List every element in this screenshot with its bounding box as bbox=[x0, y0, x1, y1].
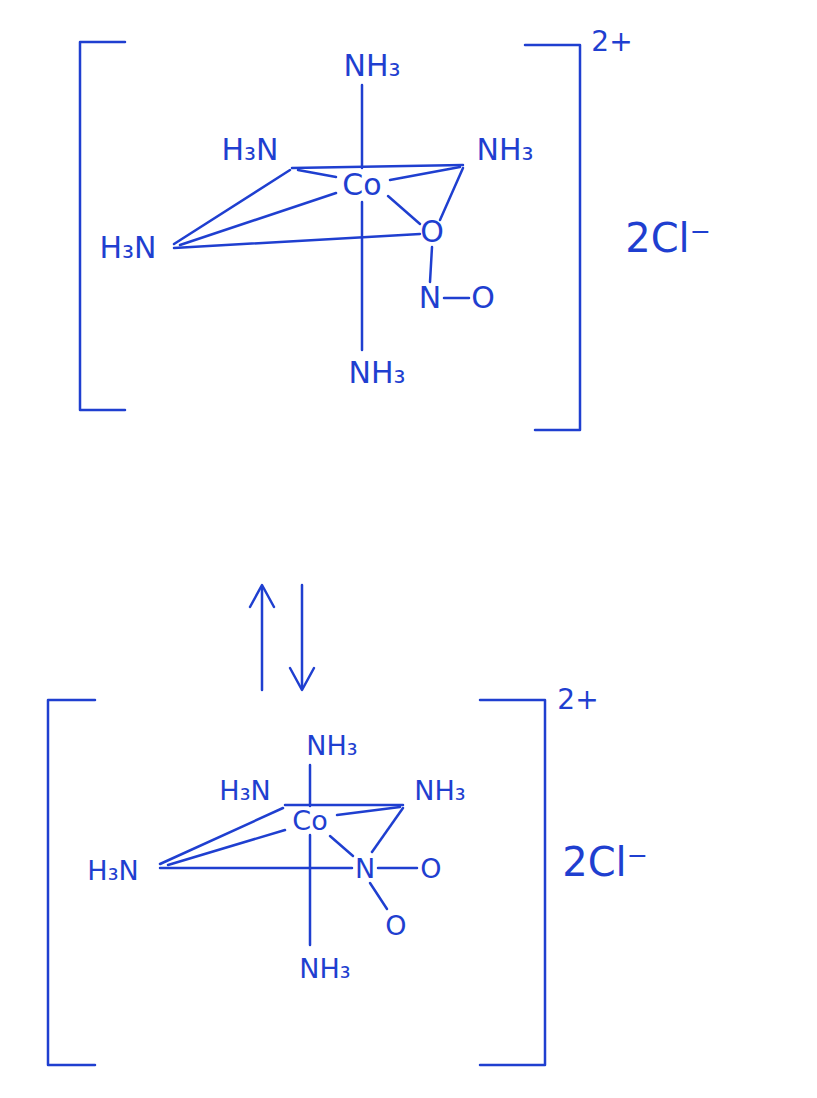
formula-label: NH₃ bbox=[306, 732, 357, 759]
bond-line bbox=[309, 765, 312, 806]
bond-line bbox=[430, 247, 432, 282]
formula-label: H₃N bbox=[219, 777, 270, 804]
bond-line bbox=[292, 165, 463, 168]
bond-line bbox=[309, 835, 312, 945]
formula-label: O bbox=[420, 855, 441, 882]
bond-line bbox=[174, 170, 290, 244]
formula-label: NH₃ bbox=[343, 51, 400, 81]
arrow bbox=[301, 585, 304, 688]
formula-label: N bbox=[355, 855, 375, 882]
formula-label: O bbox=[385, 912, 406, 939]
formula-label: Co bbox=[342, 170, 381, 200]
formula-label: 2Cl⁻ bbox=[562, 842, 648, 882]
bond-line bbox=[361, 202, 364, 350]
formula-label: H₃N bbox=[99, 233, 156, 263]
formula-label: O bbox=[420, 217, 444, 247]
formula-label: H₃N bbox=[87, 857, 138, 884]
bond-line bbox=[298, 170, 336, 177]
bracket bbox=[80, 42, 125, 410]
formula-label: N bbox=[419, 283, 441, 313]
bond-line bbox=[390, 167, 460, 180]
formula-label: O bbox=[471, 283, 495, 313]
bracket bbox=[480, 700, 545, 1065]
bond-line bbox=[370, 883, 387, 909]
formula-label: H₃N bbox=[221, 135, 278, 165]
arrow-head bbox=[290, 668, 314, 690]
bond-line bbox=[388, 196, 420, 224]
bracket bbox=[525, 45, 580, 430]
formula-label: NH₃ bbox=[348, 358, 405, 388]
formula-label: NH₃ bbox=[299, 955, 350, 982]
bond-line bbox=[372, 808, 403, 852]
bond-line bbox=[330, 836, 353, 856]
formula-label: 2+ bbox=[591, 28, 632, 56]
bond-line bbox=[444, 297, 469, 300]
bond-line bbox=[160, 867, 352, 870]
formula-label: NH₃ bbox=[476, 135, 533, 165]
bond-line bbox=[180, 193, 336, 245]
formula-label: 2Cl⁻ bbox=[625, 218, 711, 258]
arrow-head bbox=[250, 585, 274, 607]
bond-line bbox=[440, 168, 463, 220]
formula-label: NH₃ bbox=[414, 777, 465, 804]
formula-label: Co bbox=[292, 807, 327, 834]
formula-label: 2+ bbox=[557, 686, 598, 714]
bond-line bbox=[378, 867, 417, 870]
bond-line bbox=[337, 807, 400, 815]
bond-line bbox=[361, 85, 364, 168]
arrow bbox=[261, 587, 264, 690]
bond-line bbox=[174, 234, 420, 248]
bond-line bbox=[168, 830, 285, 865]
